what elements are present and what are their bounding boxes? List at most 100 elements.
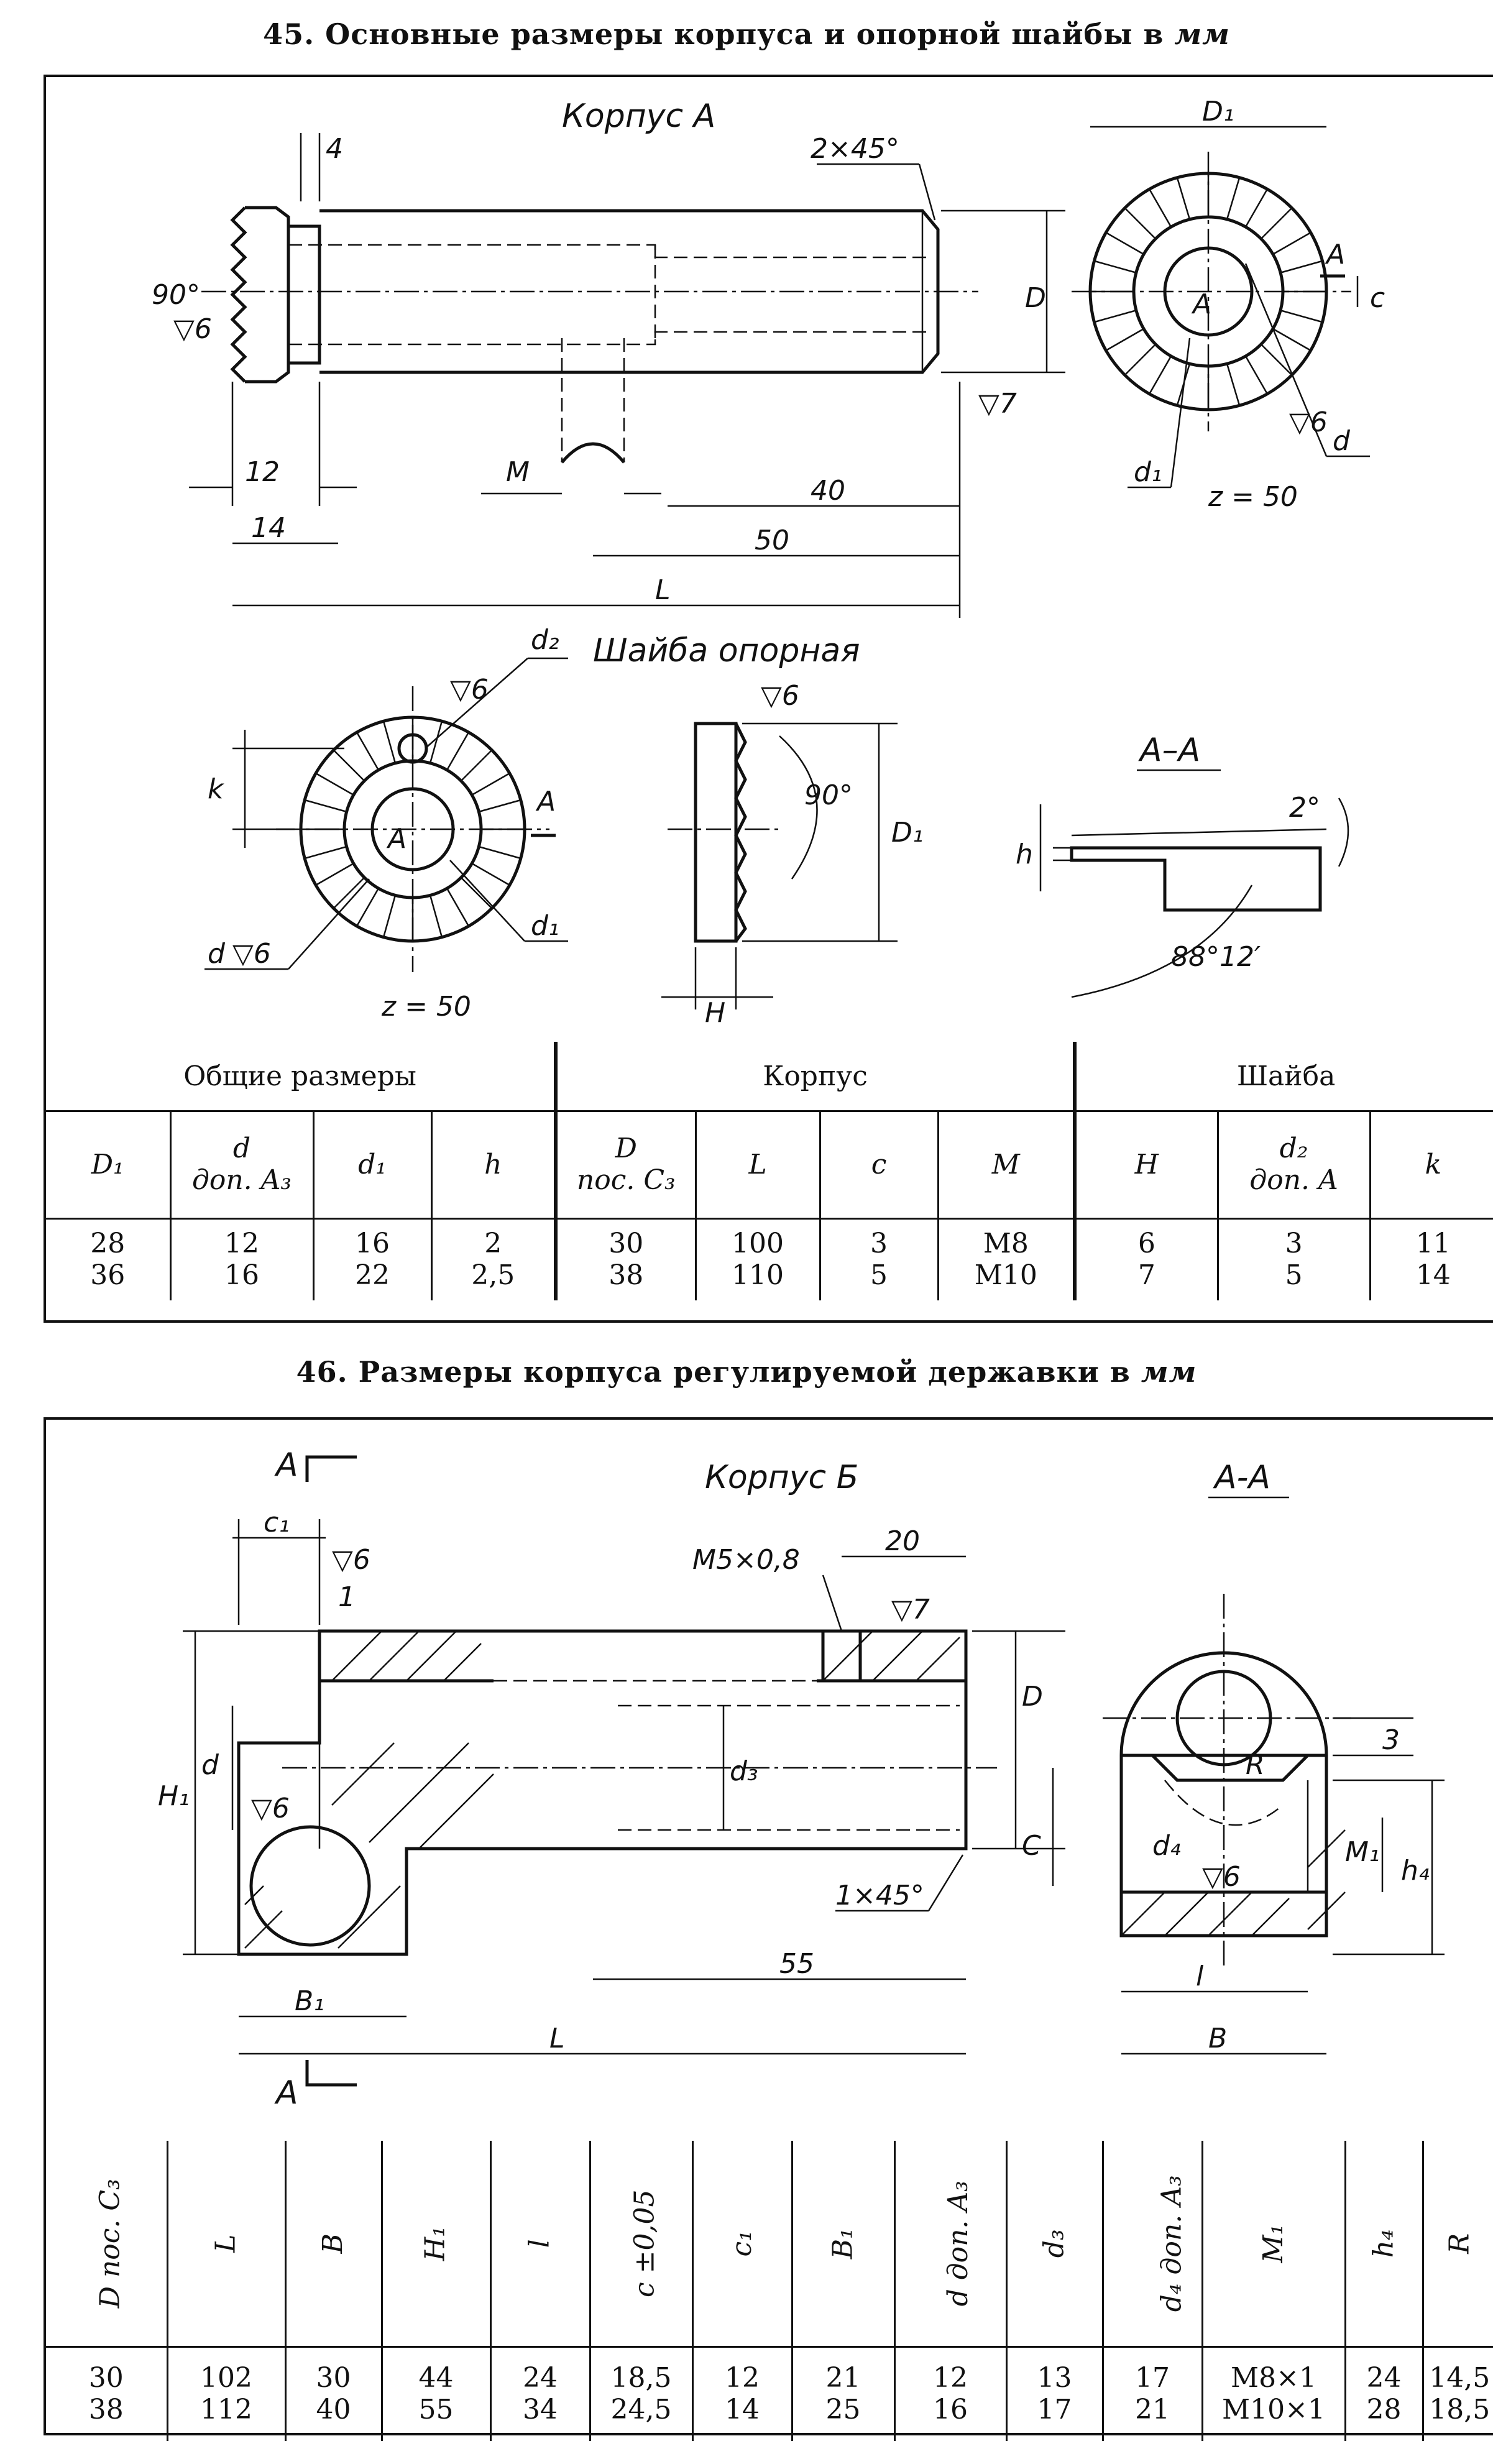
head-outline — [245, 206, 290, 384]
table46-header-label-10: d₄ доп. A₃ — [1155, 2175, 1188, 2312]
table46-header-11: M₁ — [1201, 2141, 1345, 2348]
angle-88: 88°12′ — [1171, 941, 1261, 973]
dim-H1: H₁ — [158, 1780, 190, 1812]
section-mark-top: A — [274, 1446, 298, 1484]
table46-header-2: B — [284, 2141, 382, 2348]
finish-d4: ▽6 — [1202, 1861, 1241, 1893]
angle-90-washer: 90° — [804, 779, 853, 811]
table45-group-row: Общие размеры Корпус Шайба — [46, 1042, 1493, 1112]
dim-50: 50 — [755, 525, 789, 556]
table46-header-0: D пос. C₃ — [46, 2141, 167, 2348]
dim-h4: h₄ — [1401, 1855, 1430, 1887]
chamfer-b: 1×45° — [835, 1880, 924, 1911]
angle-90: 90° — [152, 279, 200, 311]
finish-washer-side: ▽6 — [761, 680, 799, 712]
dim-d1-washer: d₁ — [531, 910, 559, 942]
dim-D1-washer: D₁ — [891, 817, 924, 848]
label-A-end: A — [1191, 288, 1211, 320]
table46-drawing: Корпус Б A A — [158, 1446, 1445, 2112]
table46-header-label-13: R — [1443, 2233, 1475, 2254]
table45-caption-text: 45. Основные размеры корпуса и опорной ш… — [263, 17, 1164, 51]
table46-header-7: B₁ — [791, 2141, 894, 2348]
dim-14: 14 — [251, 512, 286, 544]
label-d2: d₂ — [531, 624, 559, 656]
hatching — [244, 1630, 1346, 1949]
dim-d3: d₃ — [730, 1755, 758, 1787]
table46-header-label-0: D пос. C₃ — [94, 2178, 126, 2309]
label-M: M — [506, 456, 530, 488]
label-R: R — [1246, 1749, 1265, 1781]
dim-L-b: L — [549, 2023, 565, 2054]
chamfer-label: 2×45° — [811, 133, 899, 165]
table45-header-5: L — [694, 1111, 820, 1220]
table46-header-label-6: c₁ — [725, 2230, 758, 2257]
dim-d-washer: d — [208, 938, 226, 970]
table46-header-8: d доп. A₃ — [893, 2141, 1006, 2348]
section-mark-A: A — [1325, 239, 1345, 270]
table46-header-label-4: l — [523, 2238, 556, 2248]
dim-D-b: D — [1022, 1681, 1043, 1712]
table46-header-4: l — [489, 2141, 590, 2348]
dim-D: D — [1025, 282, 1046, 314]
table46-header-label-2: B — [317, 2233, 349, 2254]
table45-header-3: h — [430, 1111, 556, 1220]
serrated-head — [230, 206, 247, 383]
table45-panel: Корпус А 4 2×45° 90° ▽6 12 14 M — [44, 75, 1493, 1323]
label-A-washer: A — [386, 823, 407, 855]
table46-header-label-11: M₁ — [1257, 2223, 1289, 2263]
z50-washer: z = 50 — [381, 991, 471, 1023]
finish-7-b: ▽7 — [891, 1594, 930, 1625]
table46-header-label-5: c ±0,05 — [628, 2189, 660, 2297]
table46-header-label-7: B₁ — [827, 2228, 859, 2259]
dim-H: H — [705, 997, 725, 1029]
table46-header-6: c₁ — [691, 2141, 792, 2348]
dim-40: 40 — [811, 475, 845, 507]
section-mark-A-washer: A — [535, 786, 556, 817]
table46-header-1: L — [166, 2141, 285, 2348]
section-aa-profile — [1070, 846, 1322, 912]
table46-header-label-8: d доп. A₃ — [942, 2180, 974, 2307]
finish-washer: ▽6 — [450, 674, 489, 706]
finish-head: ▽6 — [173, 313, 212, 345]
table46-header-label-12: h₄ — [1367, 2229, 1400, 2258]
dim-12: 12 — [245, 456, 280, 488]
dim-B: B — [1208, 2023, 1227, 2054]
dim-20: 20 — [885, 1525, 920, 1557]
title-korpus-b: Корпус Б — [705, 1459, 858, 1496]
title-section-aa-b: А-А — [1213, 1459, 1270, 1496]
dim-c-end: c — [1370, 282, 1385, 314]
angle-2: 2° — [1289, 792, 1320, 824]
table46-header-3: H₁ — [380, 2141, 490, 2348]
pin-bore — [249, 1825, 371, 1947]
dim-B1: B₁ — [295, 1985, 324, 2017]
finish-c1: ▽6 — [332, 1544, 370, 1576]
neck — [288, 224, 321, 365]
table45-caption: 45. Основные размеры корпуса и опорной ш… — [0, 17, 1493, 51]
table45-header-0: D₁ — [46, 1111, 170, 1220]
table46-caption-unit: мм — [1141, 1355, 1197, 1389]
group-general: Общие размеры — [46, 1042, 556, 1112]
dim-1: 1 — [338, 1581, 356, 1613]
dim-C: C — [1022, 1830, 1041, 1862]
dim-M1: M₁ — [1345, 1836, 1380, 1868]
finish-end: ▽6 — [1289, 407, 1328, 438]
section-aa-b-outline — [1119, 1651, 1328, 1938]
table45-header-8: H — [1073, 1111, 1218, 1220]
table46-caption: 46. Размеры корпуса регулируемой державк… — [0, 1355, 1493, 1389]
